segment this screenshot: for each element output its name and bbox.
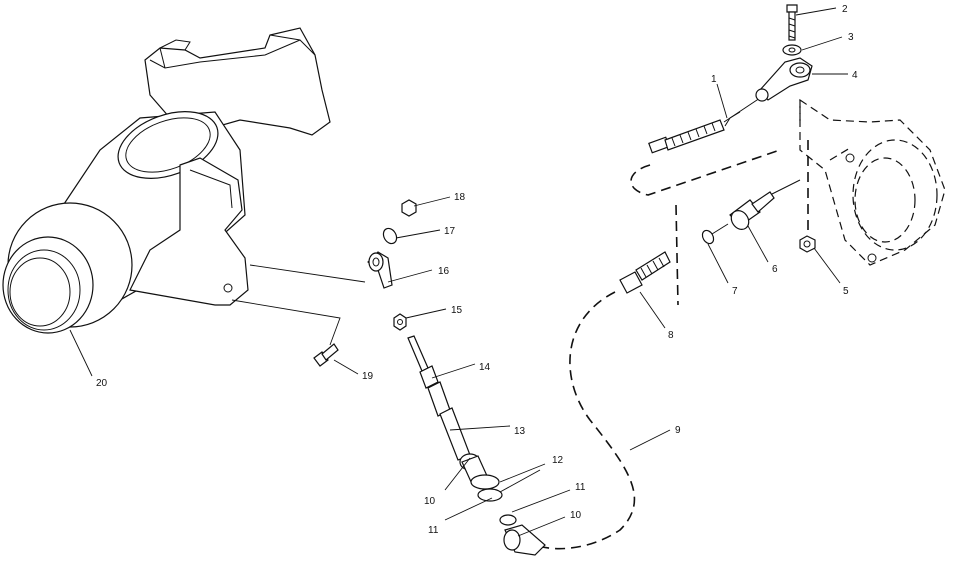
callout-9: 9: [675, 425, 681, 436]
callout-labels: 1 2 3 4 5 6 7 8 9 10 10 11 11 12 13 14 1…: [96, 4, 858, 536]
rod-end-assembly-middle: [367, 199, 417, 331]
adjuster-part-6: [729, 179, 801, 230]
callout-13: 13: [514, 426, 526, 437]
callout-19: 19: [362, 371, 374, 382]
cable-part-1: [648, 97, 761, 154]
callout-11b: 11: [575, 482, 586, 493]
callout-20: 20: [96, 378, 108, 389]
callout-2: 2: [842, 4, 848, 15]
lower-cable-assembly: [407, 335, 546, 556]
callout-11a: 11: [428, 525, 439, 536]
callout-6: 6: [772, 264, 778, 275]
callout-15: 15: [451, 305, 463, 316]
nut-part-5: [799, 235, 816, 253]
housing-part-20: [2, 27, 331, 334]
callout-8: 8: [668, 330, 674, 341]
routing-lines: [534, 140, 809, 550]
callout-17: 17: [444, 226, 456, 237]
callout-7: 7: [732, 286, 738, 297]
callout-4: 4: [852, 70, 858, 81]
callout-14: 14: [479, 362, 491, 373]
callout-3: 3: [848, 32, 854, 43]
reference-lines: [231, 264, 366, 346]
callout-18: 18: [454, 192, 466, 203]
callout-5: 5: [843, 286, 849, 297]
callout-12: 12: [552, 455, 564, 466]
bolt-part-19: [313, 343, 339, 367]
callout-leaders: [69, 7, 848, 537]
bracket-housing-dashed: [799, 98, 946, 266]
callout-10b: 10: [570, 510, 582, 521]
cable-end-part-8: [619, 251, 671, 294]
callout-16: 16: [438, 266, 450, 277]
callout-1: 1: [711, 74, 717, 85]
callout-10a: 10: [424, 496, 436, 507]
rod-end-assembly-top: [755, 4, 813, 102]
washer-part-7: [701, 223, 729, 245]
